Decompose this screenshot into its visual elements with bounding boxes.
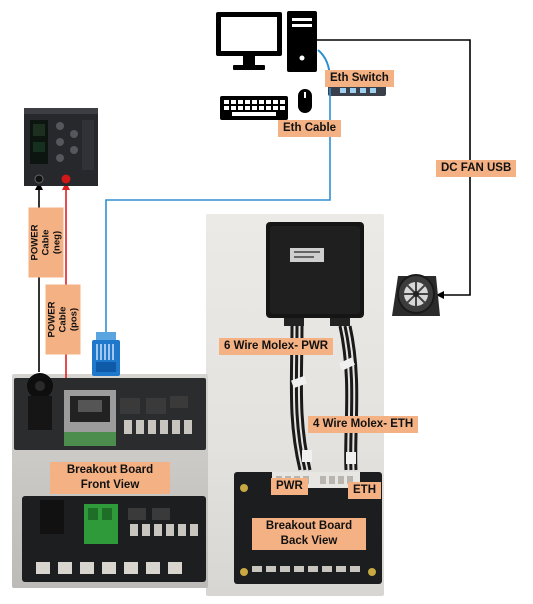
black-module-image [266,222,364,326]
dc-fan-usb-label: DC FAN USB [436,160,517,177]
power-supply-image [24,108,98,186]
breakout-back-label: Breakout Board Back View [252,518,366,550]
eth-cable-line [105,88,331,332]
mouse-icon [298,89,312,113]
molex-eth-label: 4 Wire Molex- ETH [308,416,419,433]
power-cable-pos-label: POWER Cable (pos) [45,284,81,355]
molex-pwr-label: 6 Wire Molex- PWR [219,338,334,355]
rj45-connector-image [92,332,120,376]
pc-tower-icon [287,11,317,72]
breakout-front-label: Breakout Board Front View [50,462,170,494]
eth-cable-label: Eth Cable [278,120,342,137]
keyboard-icon [220,96,288,120]
breakout-board-front-pcb [14,373,206,450]
eth-label: ETH [348,482,381,499]
monitor-icon [216,12,282,70]
power-cable-neg-label: POWER Cable (neg) [28,207,64,278]
breakout-board-front-bottom-pcb [22,496,206,582]
dc-fan-image [392,274,440,316]
pwr-label: PWR [271,478,308,495]
eth-switch-label: Eth Switch [325,70,394,87]
